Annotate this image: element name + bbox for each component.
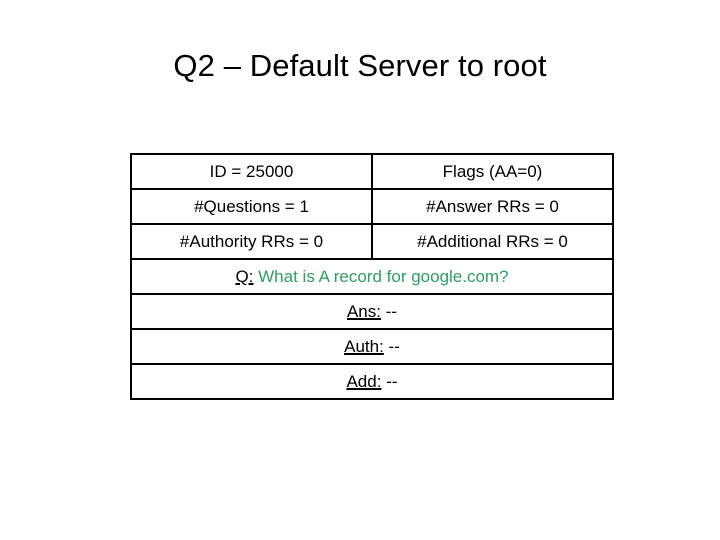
question-section-cell: Q: What is A record for google.com? (130, 258, 614, 295)
header-cell-id: ID = 25000 (130, 153, 373, 190)
additional-section-cell: Add: -- (130, 363, 614, 400)
authority-value: -- (388, 336, 400, 356)
header-cell-questions: #Questions = 1 (130, 188, 373, 225)
table-row: #Authority RRs = 0 #Additional RRs = 0 (130, 223, 614, 260)
answer-label: Ans: (346, 301, 381, 321)
table-row: ID = 25000 Flags (AA=0) (130, 153, 614, 190)
table-row: #Questions = 1 #Answer RRs = 0 (130, 188, 614, 225)
header-cell-flags: Flags (AA=0) (371, 153, 614, 190)
additional-label: Add: (346, 371, 382, 391)
authority-section-cell: Auth: -- (130, 328, 614, 365)
table-row: Q: What is A record for google.com? (130, 258, 614, 295)
table-row: Add: -- (130, 363, 614, 400)
page-title: Q2 – Default Server to root (173, 48, 547, 83)
answer-section-cell: Ans: -- (130, 293, 614, 330)
additional-value: -- (386, 371, 398, 391)
authority-label: Auth: (344, 336, 384, 356)
dns-message-table: ID = 25000 Flags (AA=0) #Questions = 1 #… (130, 153, 614, 400)
table-row: Auth: -- (130, 328, 614, 365)
question-value: What is A record for google.com? (258, 266, 509, 286)
header-cell-answer-rrs: #Answer RRs = 0 (371, 188, 614, 225)
answer-value: -- (385, 301, 398, 321)
header-cell-additional-rrs: #Additional RRs = 0 (371, 223, 614, 260)
header-cell-authority-rrs: #Authority RRs = 0 (130, 223, 373, 260)
table-row: Ans: -- (130, 293, 614, 330)
question-label: Q: (235, 266, 254, 286)
